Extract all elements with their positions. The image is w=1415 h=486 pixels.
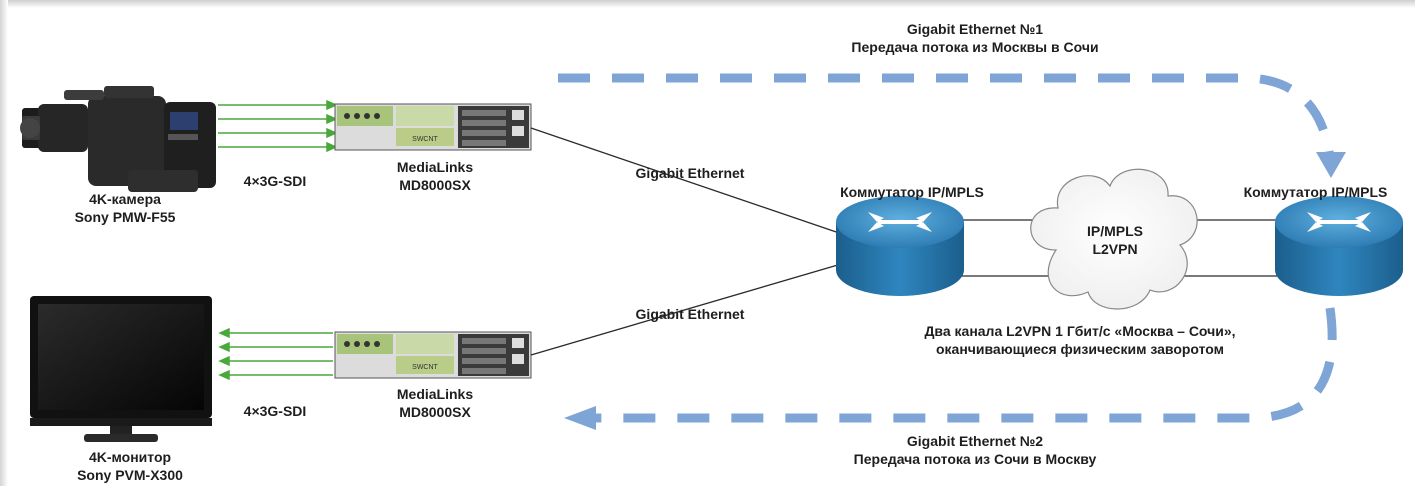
gige-bottom-label: Gigabit Ethernet <box>615 305 765 323</box>
flow-path-top <box>558 73 1335 159</box>
channels-note-line2: оканчивающиеся физическим заворотом <box>935 341 1225 357</box>
encoder-bottom-icon: SWCNT <box>334 331 532 379</box>
flow2-title: Gigabit Ethernet №2 <box>906 433 1044 449</box>
sdi-bottom-label: 4×3G-SDI <box>220 402 330 420</box>
link-encoder-bottom-switch <box>530 261 849 356</box>
encoder-bottom-label: MediaLinks MD8000SX <box>365 385 505 421</box>
encoder-top-vendor: MediaLinks <box>396 159 474 175</box>
monitor-model: Sony PVM-X300 <box>77 467 183 483</box>
encoder-bottom-model: MD8000SX <box>399 404 471 420</box>
gige-top-text: Gigabit Ethernet <box>635 165 745 181</box>
flow-path <box>558 73 1337 423</box>
cloud-line1: IP/MPLS <box>1086 223 1143 239</box>
flow1-subtitle: Передача потока из Москвы в Сочи <box>851 39 1099 55</box>
switch-right-icon <box>1275 196 1403 296</box>
cloud-label: IP/MPLS L2VPN <box>1060 222 1170 258</box>
encoder-top-icon: SWCNT <box>334 103 532 151</box>
sdi-arrows-bottom <box>218 327 333 381</box>
encoder-top-label: MediaLinks MD8000SX <box>365 158 505 194</box>
camera-label: 4K-камера Sony PMW-F55 <box>30 190 220 226</box>
flow2-label: Gigabit Ethernet №2 Передача потока из С… <box>800 432 1150 468</box>
left-shadow <box>0 0 8 486</box>
flow1-title: Gigabit Ethernet №1 <box>906 21 1044 37</box>
camera-name: 4K-камера <box>89 191 161 207</box>
flow2-subtitle: Передача потока из Сочи в Москву <box>853 451 1097 467</box>
flow2-arrowhead <box>564 406 596 430</box>
camera-icon <box>20 86 216 192</box>
switch-left-text: Коммутатор IP/MPLS <box>840 184 984 200</box>
sdi-bottom-text: 4×3G-SDI <box>243 403 307 419</box>
link-encoder-top-switch <box>530 127 849 237</box>
sdi-top-text: 4×3G-SDI <box>243 173 307 189</box>
gige-bottom-text: Gigabit Ethernet <box>635 306 745 322</box>
switch-left-label: Коммутатор IP/MPLS <box>812 183 1012 201</box>
sdi-top-label: 4×3G-SDI <box>220 172 330 190</box>
flow-path-bottom <box>590 307 1337 423</box>
encoder-bottom-badge: SWCNT <box>412 364 438 371</box>
monitor-label: 4K-монитор Sony PVM-X300 <box>35 448 225 484</box>
flow1-arrowhead <box>1316 152 1346 178</box>
encoder-top-model: MD8000SX <box>399 177 471 193</box>
cloud-line2: L2VPN <box>1092 241 1138 257</box>
camera-model: Sony PMW-F55 <box>74 209 176 225</box>
encoder-bottom-vendor: MediaLinks <box>396 386 474 402</box>
channels-note-line1: Два канала L2VPN 1 Гбит/с «Москва – Сочи… <box>924 323 1236 339</box>
switch-right-text: Коммутатор IP/MPLS <box>1243 184 1388 200</box>
encoder-top-badge: SWCNT <box>412 136 438 143</box>
gige-top-label: Gigabit Ethernet <box>615 164 765 182</box>
channels-note-label: Два канала L2VPN 1 Гбит/с «Москва – Сочи… <box>880 322 1280 358</box>
monitor-icon <box>30 296 212 442</box>
flow1-label: Gigabit Ethernet №1 Передача потока из М… <box>790 20 1160 56</box>
top-shadow <box>0 0 1415 8</box>
sdi-arrows-top <box>218 99 338 153</box>
monitor-name: 4K-монитор <box>88 449 172 465</box>
switch-left-icon <box>836 196 964 296</box>
cloud-icon <box>1030 168 1198 310</box>
switch-right-label: Коммутатор IP/MPLS <box>1218 183 1413 201</box>
